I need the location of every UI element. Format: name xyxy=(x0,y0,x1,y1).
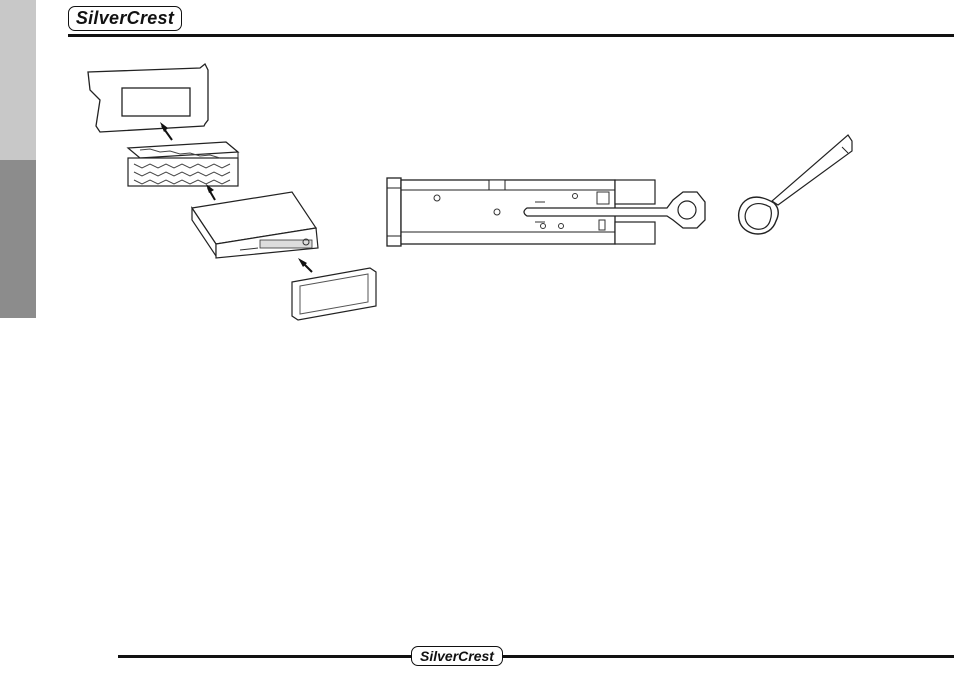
dashboard-opening xyxy=(122,88,190,116)
header-rule xyxy=(68,34,954,37)
trim-frame xyxy=(292,268,376,320)
footer-logo: SilverCrest xyxy=(411,646,503,666)
side-tab-light xyxy=(0,0,36,160)
radio-unit xyxy=(192,192,318,258)
mounting-cage xyxy=(128,142,238,186)
release-key-figure xyxy=(730,125,860,250)
side-tab-dark xyxy=(0,160,36,318)
header-logo: SilverCrest xyxy=(68,6,182,31)
release-key-shaft xyxy=(772,135,852,205)
footer-rule xyxy=(118,655,954,658)
installation-figure xyxy=(80,60,390,325)
removal-figure xyxy=(385,170,710,255)
